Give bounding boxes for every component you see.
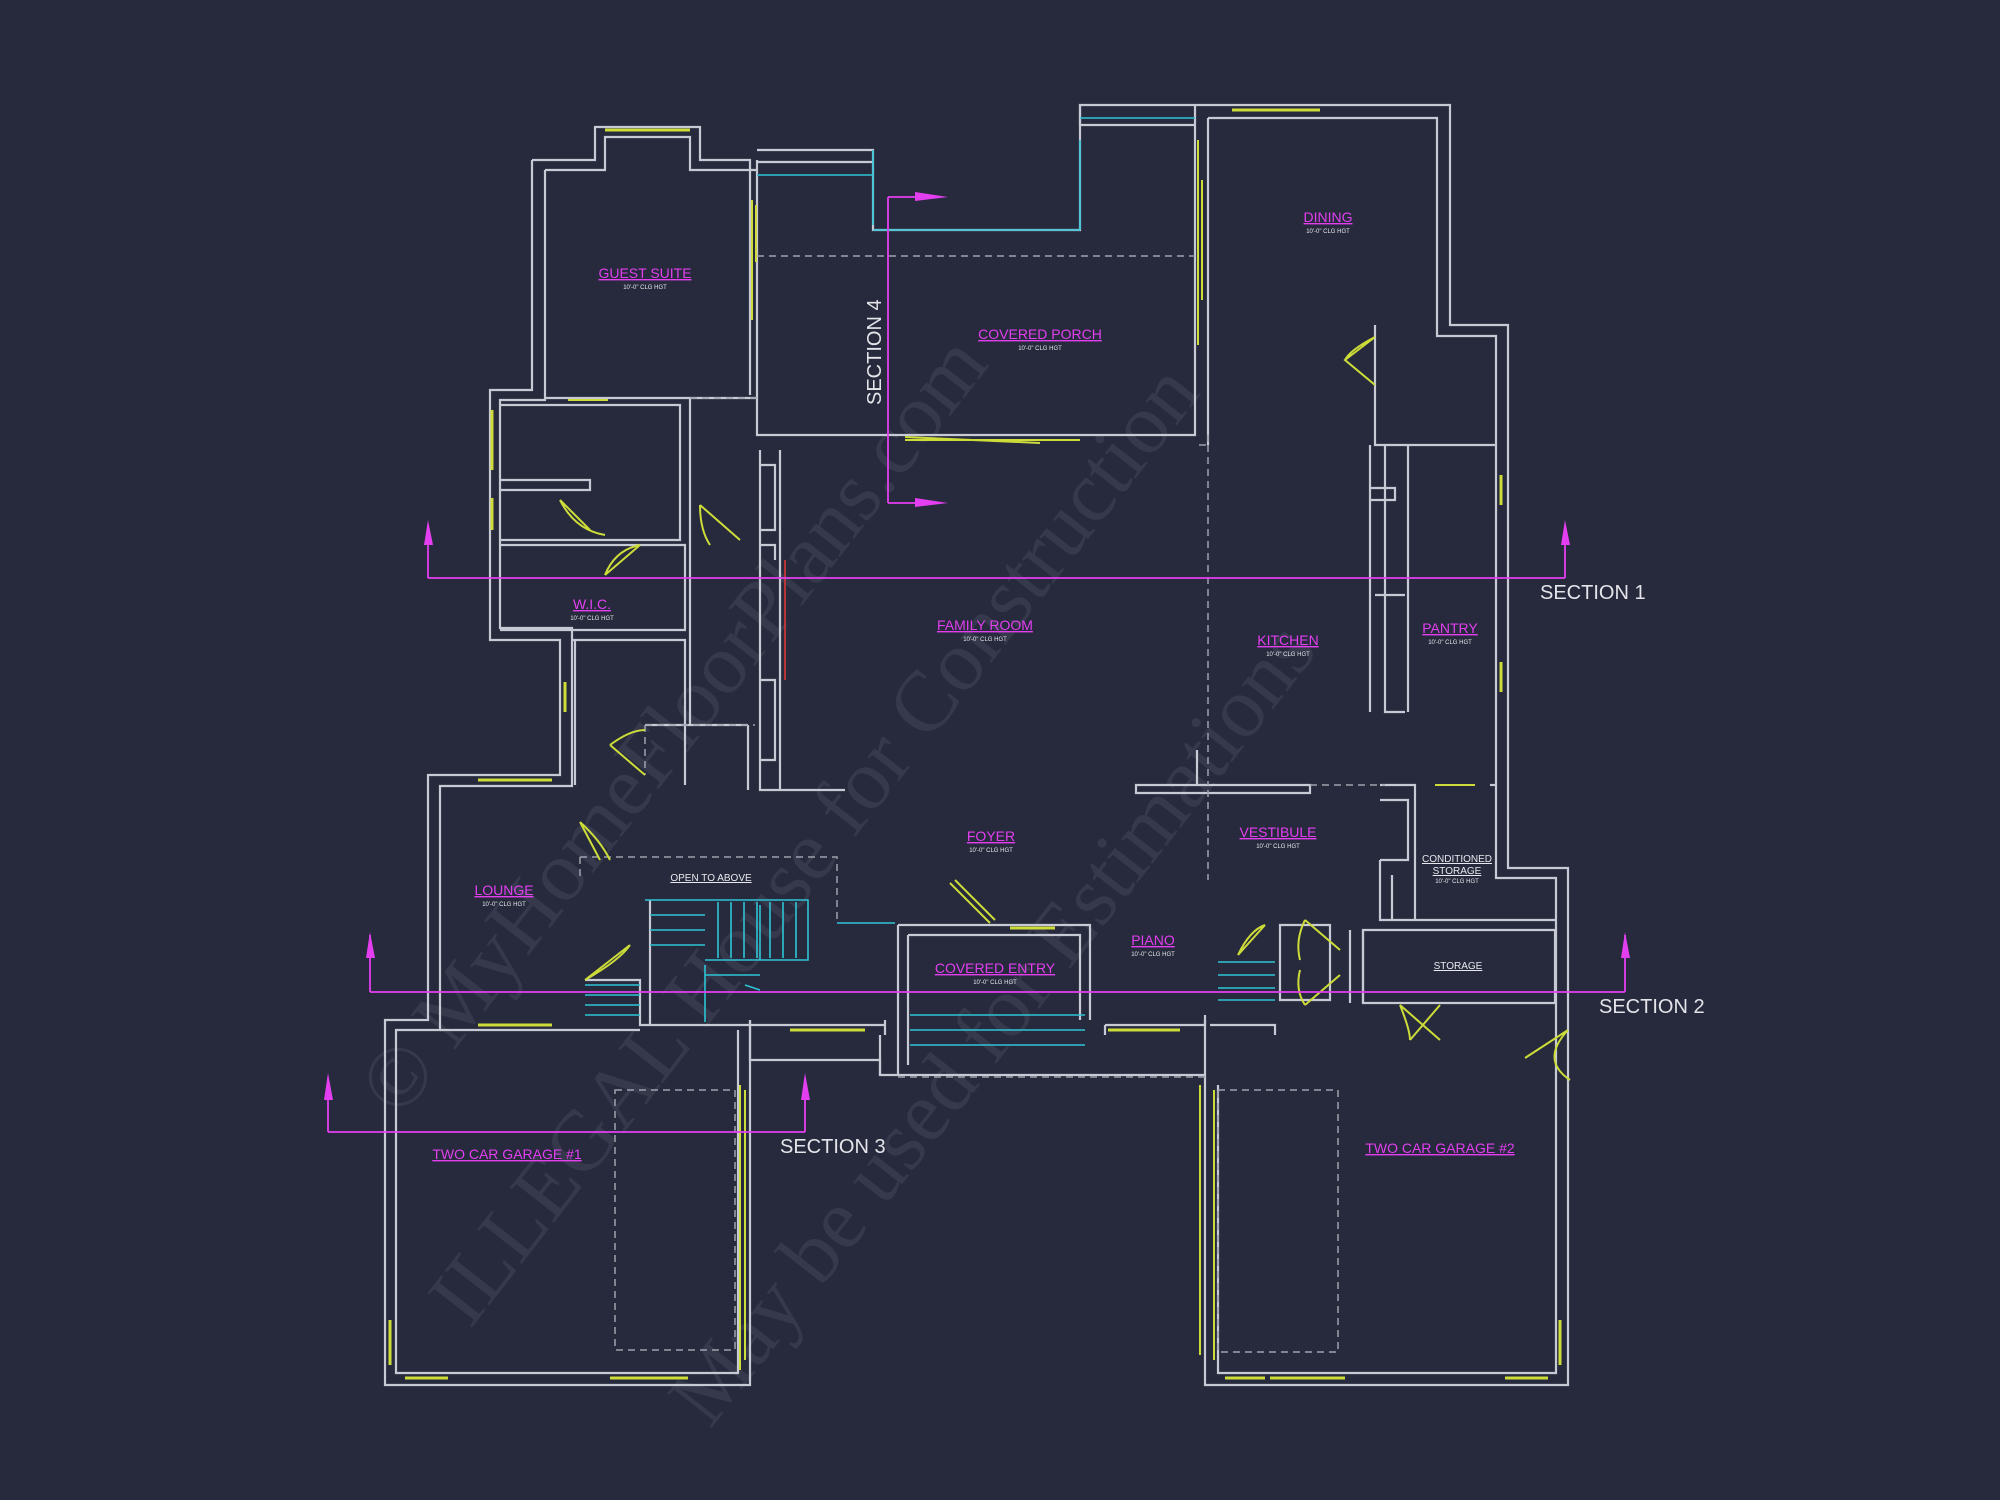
conditioned-storage-label-1: CONDITIONED bbox=[1422, 854, 1492, 865]
section-1-cut bbox=[424, 520, 1570, 579]
family-room-ceiling: 10'-0" CLG HGT bbox=[963, 637, 1007, 643]
section-1-label: SECTION 1 bbox=[1540, 582, 1646, 604]
kitchen-ceiling: 10'-0" CLG HGT bbox=[1266, 652, 1310, 658]
lounge-label: LOUNGE bbox=[474, 882, 533, 898]
dining-ceiling: 10'-0" CLG HGT bbox=[1306, 229, 1350, 235]
watermark-line-3: May be used for Estimations bbox=[649, 603, 1333, 1441]
vestibule-label: VESTIBULE bbox=[1239, 824, 1316, 840]
conditioned-storage-ceiling: 10'-0" CLG HGT bbox=[1435, 879, 1479, 885]
covered-porch-ceiling: 10'-0" CLG HGT bbox=[1018, 346, 1062, 352]
doors bbox=[559, 140, 1571, 1370]
kitchen-label: KITCHEN bbox=[1257, 632, 1318, 648]
wic-ceiling: 10'-0" CLG HGT bbox=[570, 616, 614, 622]
foyer-ceiling: 10'-0" CLG HGT bbox=[969, 848, 1013, 854]
dining-label: DINING bbox=[1304, 209, 1353, 225]
lounge-ceiling: 10'-0" CLG HGT bbox=[482, 902, 526, 908]
wic-label: W.I.C. bbox=[573, 596, 611, 612]
piano-label: PIANO bbox=[1131, 932, 1175, 948]
garage-1-label: TWO CAR GARAGE #1 bbox=[432, 1146, 582, 1162]
overhead-dashed-lines bbox=[579, 255, 1385, 1353]
section-3-cut bbox=[324, 1073, 810, 1133]
covered-porch-label: COVERED PORCH bbox=[978, 326, 1102, 342]
garage-2-label: TWO CAR GARAGE #2 bbox=[1365, 1140, 1515, 1156]
section-lines bbox=[324, 192, 1630, 1133]
pantry-ceiling: 10'-0" CLG HGT bbox=[1428, 640, 1472, 646]
stair-treads bbox=[650, 902, 797, 958]
interior-walls bbox=[440, 105, 1557, 1075]
foyer-label: FOYER bbox=[967, 828, 1015, 844]
section-4-cut bbox=[887, 192, 948, 507]
windows bbox=[388, 108, 1562, 1380]
storage-label: STORAGE bbox=[1434, 961, 1483, 972]
covered-entry-ceiling: 10'-0" CLG HGT bbox=[973, 980, 1017, 986]
guest-suite-label: GUEST SUITE bbox=[598, 265, 691, 281]
section-4-label: SECTION 4 bbox=[864, 299, 886, 405]
staircase bbox=[585, 117, 1275, 1046]
section-2-label: SECTION 2 bbox=[1599, 996, 1705, 1018]
vestibule-ceiling: 10'-0" CLG HGT bbox=[1256, 844, 1300, 850]
open-to-above-label: OPEN TO ABOVE bbox=[670, 873, 752, 884]
guest-suite-ceiling: 10'-0" CLG HGT bbox=[623, 285, 667, 291]
covered-entry-label: COVERED ENTRY bbox=[935, 960, 1056, 976]
piano-ceiling: 10'-0" CLG HGT bbox=[1131, 952, 1175, 958]
family-room-label: FAMILY ROOM bbox=[937, 617, 1033, 633]
section-2-cut bbox=[366, 932, 1630, 993]
section-3-label: SECTION 3 bbox=[780, 1136, 886, 1158]
room-labels: GUEST SUITE 10'-0" CLG HGT COVERED PORCH… bbox=[432, 209, 1515, 1162]
pantry-label: PANTRY bbox=[1422, 620, 1478, 636]
conditioned-storage-label-2: STORAGE bbox=[1433, 866, 1482, 877]
